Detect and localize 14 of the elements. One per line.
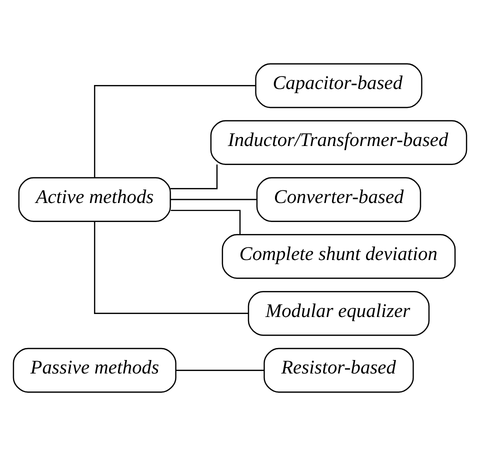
node-box: Capacitor-based xyxy=(255,62,422,108)
node-box: Passive methods xyxy=(12,347,176,392)
connector xyxy=(170,198,257,200)
node-box: Active methods xyxy=(18,176,171,222)
connector xyxy=(170,209,241,234)
connector xyxy=(94,220,248,314)
connector xyxy=(176,369,264,370)
node-box: Resistor-based xyxy=(264,347,414,392)
node-box: Converter-based xyxy=(256,176,422,222)
node-box: Modular equalizer xyxy=(248,290,430,336)
connector xyxy=(94,84,256,178)
connector xyxy=(170,164,218,189)
node-box: Complete shunt deviation xyxy=(222,234,456,278)
node-box: Inductor/Transformer-based xyxy=(210,120,468,164)
